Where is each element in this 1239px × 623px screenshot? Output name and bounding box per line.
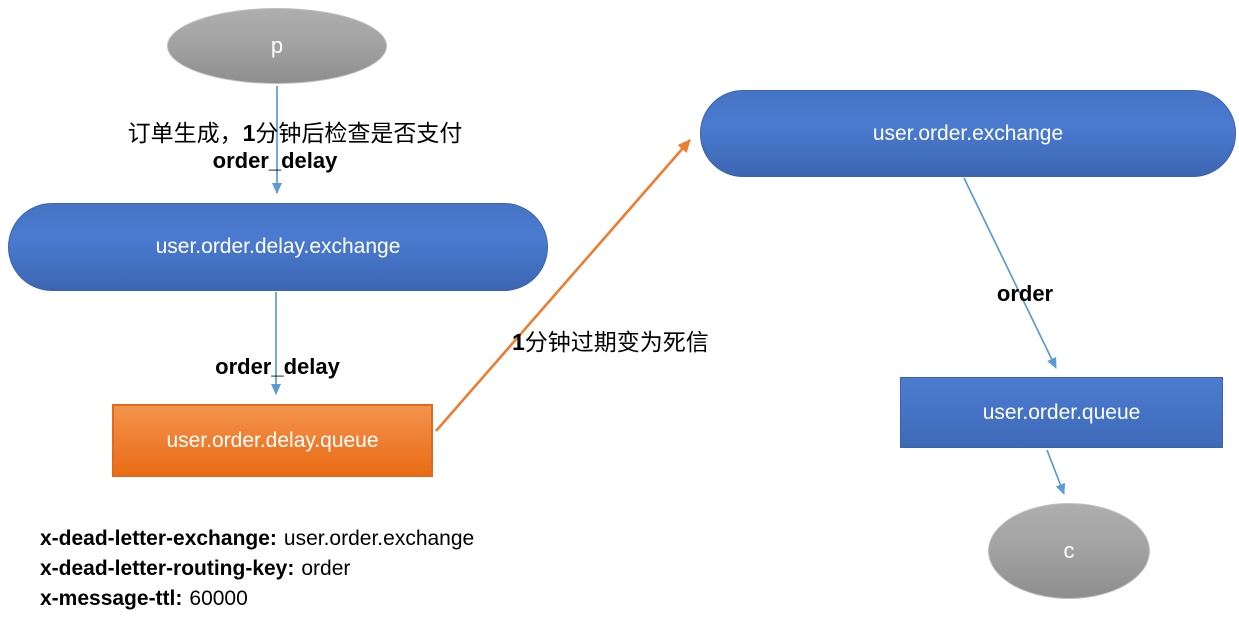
order-queue-label: user.order.queue xyxy=(982,400,1141,424)
produce-routing-key-label: order_delay xyxy=(212,148,338,173)
producer-node: p xyxy=(167,8,387,84)
queue-argument-row: x-dead-letter-routing-key: order xyxy=(40,554,474,584)
order-binding-arrow xyxy=(963,177,1057,369)
delay-queue-node: user.order.delay.queue xyxy=(112,404,433,477)
queue-argument-row: x-message-ttl: 60000 xyxy=(40,584,474,614)
argument-key: x-dead-letter-exchange: xyxy=(40,527,277,550)
produce-note-pre: 订单生成， xyxy=(127,120,243,146)
delay-routing-key-label: order_delay xyxy=(215,354,340,379)
argument-key: x-message-ttl: xyxy=(40,587,183,610)
produce-note-label: 订单生成，1分钟后检查是否支付 xyxy=(100,114,490,148)
delay-queue-label: user.order.delay.queue xyxy=(166,428,379,452)
producer-label: p xyxy=(270,33,284,58)
dead-letter-note-post: 分钟过期变为死信 xyxy=(524,329,709,355)
consumer-label: c xyxy=(1063,538,1075,563)
produce-note-post: 分钟后检查是否支付 xyxy=(255,120,463,146)
consume-arrow xyxy=(1046,449,1066,495)
produce-note-bold: 1 xyxy=(242,120,256,146)
argument-value: order xyxy=(301,557,351,580)
argument-value: user.order.exchange xyxy=(283,527,475,550)
order-queue-node: user.order.queue xyxy=(900,377,1223,448)
queue-argument-row: x-dead-letter-exchange: user.order.exchan… xyxy=(40,524,474,554)
queue-arguments-list: x-dead-letter-exchange: user.order.exchan… xyxy=(40,524,474,614)
argument-key: x-dead-letter-routing-key: xyxy=(40,557,295,580)
order-routing-key-label: order xyxy=(996,281,1054,306)
delay-exchange-node: user.order.delay.exchange xyxy=(8,203,548,291)
order-exchange-label: user.order.exchange xyxy=(872,121,1064,145)
argument-value: 60000 xyxy=(189,587,248,610)
dead-letter-note-label: 1分钟过期变为死信 xyxy=(512,323,709,357)
dead-letter-note-bold: 1 xyxy=(512,329,525,355)
delay-exchange-label: user.order.delay.exchange xyxy=(155,235,401,258)
order-exchange-node: user.order.exchange xyxy=(700,90,1236,177)
consumer-node: c xyxy=(988,503,1150,599)
